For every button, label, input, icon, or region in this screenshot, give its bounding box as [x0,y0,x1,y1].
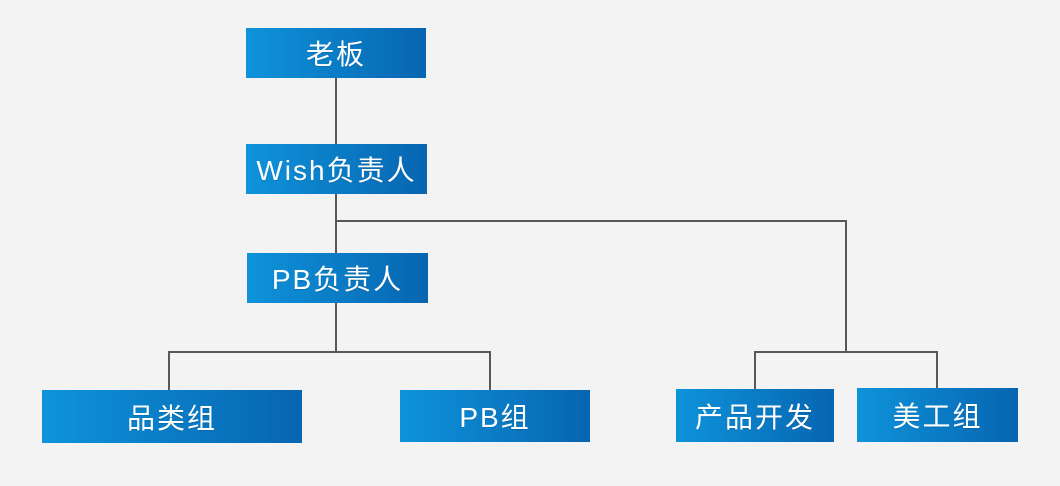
connector-wish-lead-to-pb-lead [335,194,337,254]
org-node-product-dev: 产品开发 [676,389,834,442]
org-node-boss-label: 老板 [305,39,366,70]
org-node-category-group-label: 品类组 [126,402,217,434]
connector-left-t-horizontal [169,351,491,353]
connector-boss-to-wish-lead [335,78,337,145]
org-node-pb-group: PB组 [400,390,590,442]
connector-pb-lead-down [335,303,337,353]
connector-right-branch-vertical [845,220,847,353]
org-node-wish-lead-label: Wish负责人 [256,155,417,186]
org-node-pb-lead: PB负责人 [247,253,428,303]
connector-stub-category-group [168,351,170,390]
connector-right-t-horizontal [754,351,938,353]
connector-stub-art-group [936,351,938,388]
org-node-pb-lead-label: PB负责人 [271,264,404,295]
connector-stub-product-dev [754,351,756,389]
org-node-pb-group-label: PB组 [459,402,531,433]
org-node-product-dev-label: 产品开发 [694,401,815,433]
org-node-wish-lead: Wish负责人 [246,144,427,194]
org-node-art-group: 美工组 [857,388,1018,442]
connector-wish-lead-right-branch-horizontal [335,220,847,222]
org-node-art-group-label: 美工组 [892,401,983,432]
org-node-boss: 老板 [246,28,426,78]
connector-stub-pb-group [489,351,491,390]
org-node-category-group: 品类组 [42,390,302,443]
